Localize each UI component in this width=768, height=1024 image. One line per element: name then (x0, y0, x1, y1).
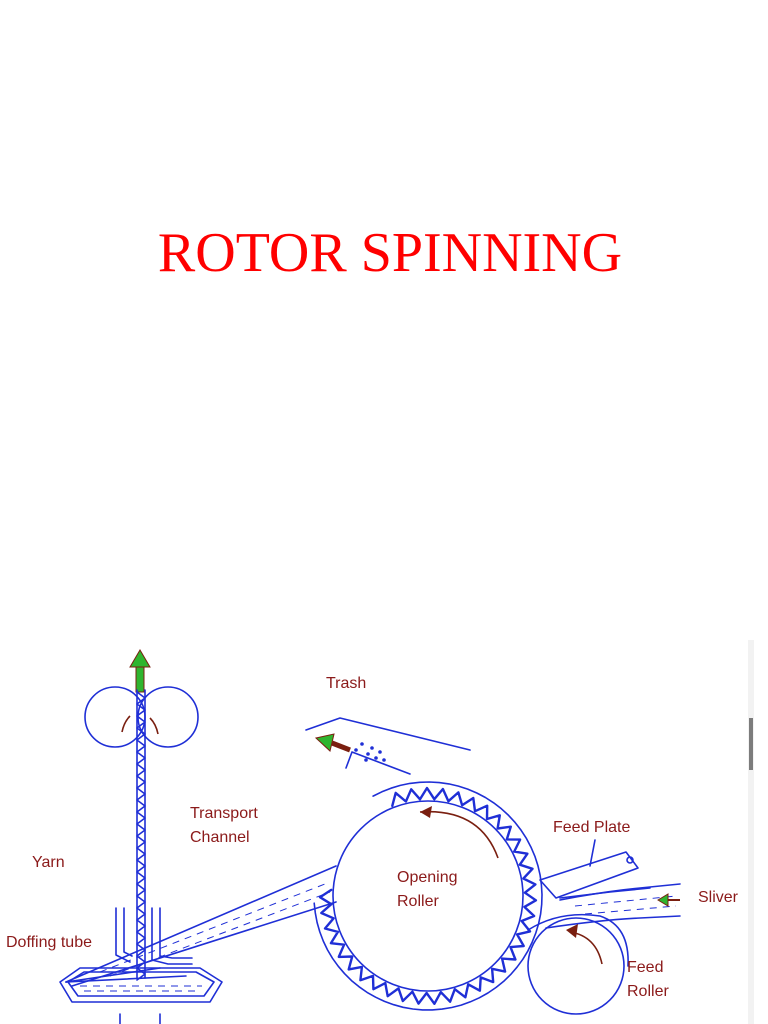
trash-exit-arrow (314, 733, 351, 753)
label-feed-roller-2: Roller (627, 983, 669, 1000)
label-transport-channel-1: Transport (190, 805, 258, 822)
trash-particle (370, 746, 374, 750)
trash-particle (366, 752, 370, 756)
trash-particle (364, 758, 368, 762)
delivery-roller-right-rotation (149, 717, 159, 735)
opening-roller-rotation (419, 810, 499, 859)
yarn-strand (136, 689, 146, 981)
trash-particle (382, 758, 386, 762)
label-yarn: Yarn (32, 854, 65, 871)
scrollbar-thumb[interactable] (749, 718, 753, 770)
doffing-tube (115, 907, 193, 965)
sliver (545, 883, 681, 929)
slide-title: ROTOR SPINNING (157, 222, 623, 284)
feed-plate-leader (589, 839, 596, 867)
sliver-feed-arrow (657, 893, 680, 907)
trash-particles (354, 742, 386, 762)
label-feed-roller-1: Feed (627, 959, 663, 976)
opening-roller (313, 781, 543, 1011)
label-transport-channel-2: Channel (190, 829, 250, 846)
transport-channel (65, 865, 337, 987)
trash-particle (360, 742, 364, 746)
trash-particle (354, 748, 358, 752)
label-opening-roller-1: Opening (397, 869, 458, 886)
scrollbar-track[interactable] (748, 640, 754, 1024)
label-sliver: Sliver (698, 889, 739, 906)
label-trash: Trash (326, 675, 366, 692)
label-feed-plate: Feed Plate (553, 819, 630, 836)
rotor-spinning-diagram: Trash Transport Channel Feed Plate Yarn … (6, 649, 739, 1024)
trash-chute (305, 717, 471, 775)
label-doffing-tube: Doffing tube (6, 934, 92, 951)
yarn-exit-arrow (129, 649, 151, 693)
delivery-roller-left-rotation (121, 715, 131, 733)
rotor-cup (59, 967, 223, 1024)
trash-particle (374, 756, 378, 760)
feed-roller (527, 913, 629, 1015)
label-opening-roller-2: Roller (397, 893, 439, 910)
trash-particle (378, 750, 382, 754)
